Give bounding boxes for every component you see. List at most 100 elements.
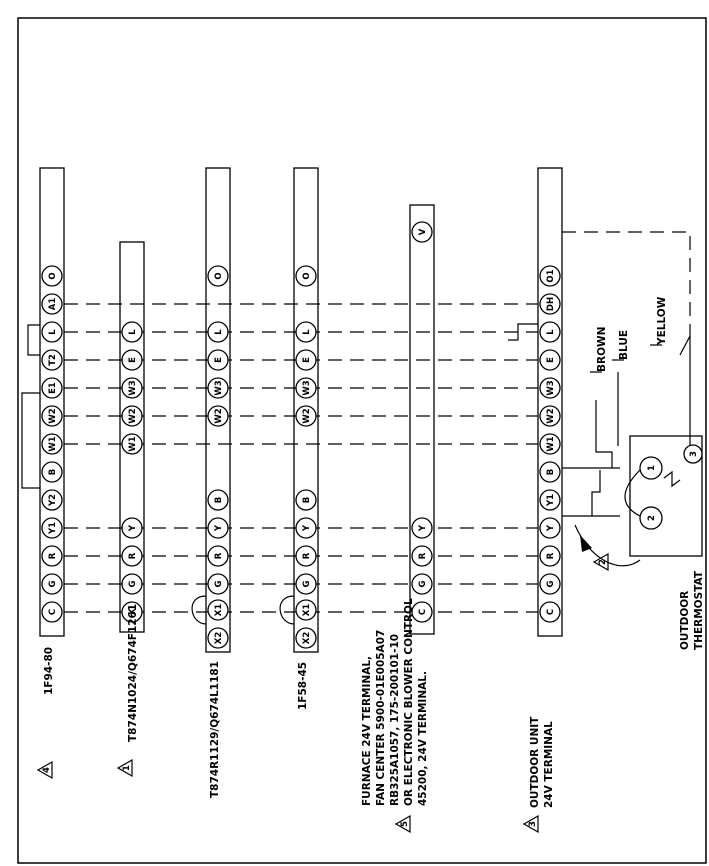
thermostat-terminal-label-3: 3 — [689, 451, 699, 457]
terminal-label-s3-g: G — [214, 580, 224, 587]
terminal-label-s6-b: B — [546, 469, 556, 475]
terminal-label-s6-w3: W3 — [546, 380, 556, 395]
terminal-s1-r — [41, 545, 63, 567]
terminal-s4-l — [295, 321, 317, 343]
terminal-s2-e — [121, 349, 143, 371]
terminal-label-s1-y1: Y1 — [48, 522, 58, 535]
terminal-label-s6-dh: DH — [546, 297, 556, 311]
terminal-label-s3-w2: W2 — [214, 408, 224, 423]
strip-s2-box — [119, 241, 145, 633]
terminal-s4-g — [295, 573, 317, 595]
terminal-s2-w2 — [121, 405, 143, 427]
arrow-head — [580, 535, 592, 552]
terminal-s6-r — [539, 545, 561, 567]
terminal-s2-w1 — [121, 433, 143, 455]
terminal-s6-y — [539, 517, 561, 539]
terminal-s5-v — [411, 221, 433, 243]
terminal-label-s3-o: O — [214, 272, 224, 279]
outdoor-thermostat-box — [629, 435, 703, 557]
terminal-s6-g — [539, 573, 561, 595]
note-number-s1: 4 — [42, 767, 52, 773]
terminal-label-s1-o: O — [48, 272, 58, 279]
drawing-frame — [17, 17, 707, 864]
terminal-s2-g — [121, 573, 143, 595]
terminal-label-s3-r: R — [214, 552, 224, 559]
terminal-s6-y1 — [539, 489, 561, 511]
terminal-s6-b — [539, 461, 561, 483]
terminal-label-s3-w3: W3 — [214, 380, 224, 395]
thermostat-arc — [574, 524, 641, 567]
strip-s3-label: T874R1129/Q674L1181 — [209, 661, 221, 798]
jumper-s4 — [279, 595, 295, 625]
terminal-s3-x1 — [207, 599, 229, 621]
note-number-thermostat: 2 — [598, 559, 608, 565]
brown-wire — [595, 400, 613, 468]
terminal-s1-g — [41, 573, 63, 595]
terminal-label-s1-a1: A1 — [48, 298, 58, 311]
terminal-label-s1-w2: W2 — [48, 408, 58, 423]
terminal-label-s4-w3: W3 — [302, 380, 312, 395]
terminal-s5-c — [411, 601, 433, 623]
bracket-w2-e1 — [27, 324, 40, 356]
terminal-s1-o — [41, 265, 63, 287]
terminal-label-s2-r: R — [128, 552, 138, 559]
terminal-label-s4-r: R — [302, 552, 312, 559]
dh-wire — [562, 231, 691, 336]
terminal-label-s4-e: E — [302, 357, 312, 363]
terminal-label-s1-g: G — [48, 580, 58, 587]
terminal-label-s2-x: X — [128, 608, 138, 615]
strip-s1-box — [39, 167, 65, 637]
terminal-label-s3-x1: X1 — [214, 604, 224, 617]
terminal-s1-l — [41, 321, 63, 343]
terminal-label-s4-b: B — [302, 497, 312, 503]
terminal-label-s1-t2: T2 — [48, 354, 58, 366]
terminal-s4-x2 — [295, 627, 317, 649]
terminal-s6-c — [539, 601, 561, 623]
terminal-label-s1-b: B — [48, 469, 58, 475]
thermostat-terminal-3 — [683, 444, 703, 464]
terminal-s6-w3 — [539, 377, 561, 399]
terminal-s3-w3 — [207, 377, 229, 399]
thermostat-switch-symbol — [663, 470, 681, 488]
terminal-label-s6-o1: O1 — [546, 269, 556, 282]
terminal-s4-e — [295, 349, 317, 371]
terminal-label-s4-o: O — [302, 272, 312, 279]
note-triangle-thermostat — [592, 552, 609, 572]
terminal-s3-w2 — [207, 405, 229, 427]
terminal-s6-dh — [539, 293, 561, 315]
terminal-label-s6-r: R — [546, 552, 556, 559]
terminal-label-s3-e: E — [214, 357, 224, 363]
terminal-s5-r — [411, 545, 433, 567]
terminal-label-s1-w1: W1 — [48, 436, 58, 451]
terminal-s3-r — [207, 545, 229, 567]
terminal-s1-t2 — [41, 349, 63, 371]
bracket-y1-w1 — [21, 392, 40, 489]
strip-s5-label-4: OR ELECTRONIC BLOWER CONTROL — [403, 598, 415, 806]
w3-elbow — [508, 323, 538, 341]
terminal-label-s3-b: B — [214, 497, 224, 503]
note-triangle-s2 — [116, 758, 133, 778]
wire-label-yellow: YELLOW — [656, 296, 668, 346]
terminal-label-s5-r: R — [418, 552, 428, 559]
strip-s5-label-5: 45200, 24V TERMINAL. — [417, 671, 429, 806]
terminal-label-s3-l: L — [214, 329, 224, 335]
terminal-s1-w1 — [41, 433, 63, 455]
terminal-s4-r — [295, 545, 317, 567]
strip-s1-label: 1F94-80 — [43, 647, 55, 695]
strip-s2-label: T874N1024/Q674F1261 — [127, 604, 139, 742]
terminal-s6-w2 — [539, 405, 561, 427]
terminal-label-s4-x1: X1 — [302, 604, 312, 617]
terminal-label-s2-l: L — [128, 329, 138, 335]
strip-s5-label-1: FURNACE 24V TERMINAL, — [361, 656, 373, 806]
wire-label-blue: BLUE — [618, 330, 630, 360]
terminal-label-s6-y1: Y1 — [546, 494, 556, 507]
terminal-s6-w1 — [539, 433, 561, 455]
terminal-s3-e — [207, 349, 229, 371]
thermostat-terminal-2 — [639, 506, 663, 530]
terminal-s1-y1 — [41, 517, 63, 539]
terminal-s6-o1 — [539, 265, 561, 287]
strip-s4-box — [293, 167, 319, 653]
terminal-label-s2-w1: W1 — [128, 436, 138, 451]
note-triangle-s5 — [394, 814, 411, 834]
terminal-s4-o — [295, 265, 317, 287]
